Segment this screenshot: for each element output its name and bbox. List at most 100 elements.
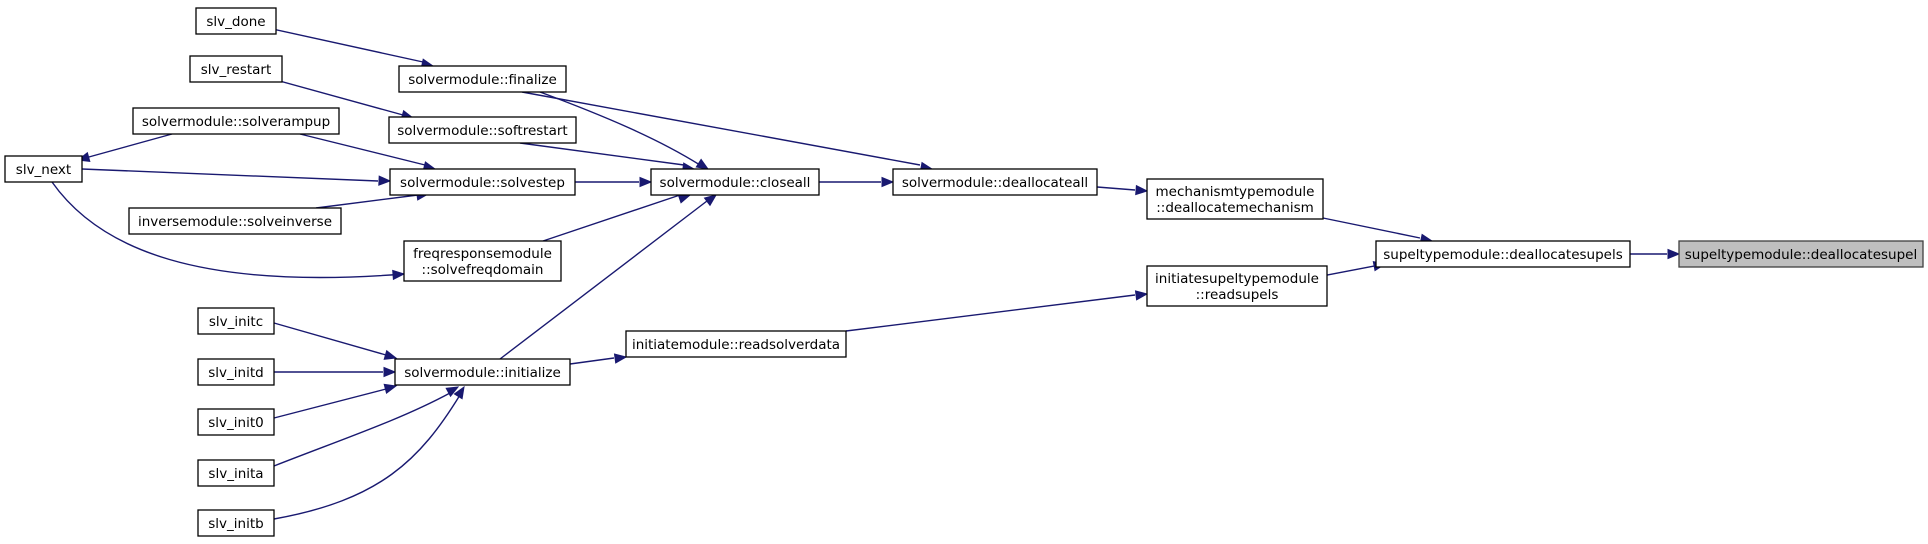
arrowhead-icon — [378, 175, 392, 186]
edge-readsupels-to-supels — [1326, 265, 1375, 276]
edge-mech-to-supels — [1322, 217, 1421, 239]
node-mech[interactable]: mechanismtypemodule::deallocatemechanism — [1146, 178, 1324, 220]
node-inita[interactable]: slv_inita — [197, 459, 275, 487]
node-label: inversemodule::solveinverse — [138, 214, 332, 230]
node-box — [1375, 240, 1631, 268]
node-label: supeltypemodule::deallocatesupel — [1685, 247, 1917, 263]
node-slv-next[interactable]: slv_next — [4, 155, 83, 183]
node-label: mechanismtypemodule — [1156, 184, 1315, 200]
edge-softrestart-to-closeall — [519, 142, 685, 166]
arrowhead-icon — [639, 176, 653, 188]
node-initb[interactable]: slv_initb — [197, 509, 275, 537]
node-freq[interactable]: freqresponsemodule::solvefreqdomain — [403, 240, 562, 282]
node-box — [128, 207, 342, 235]
edges — [51, 20, 1681, 520]
edge-initc-to-initialize — [273, 322, 387, 356]
node-init0[interactable]: slv_init0 — [197, 408, 275, 436]
node-box — [197, 459, 275, 487]
node-label: ::solvefreqdomain — [422, 262, 544, 278]
node-solvestep[interactable]: solvermodule::solvestep — [389, 168, 576, 196]
node-box — [394, 358, 571, 386]
node-slv-done[interactable]: slv_done — [195, 7, 277, 35]
edge-inverse-to-solvestep — [315, 194, 419, 209]
arrowhead-icon — [453, 385, 465, 400]
node-box — [389, 168, 576, 196]
edge-initb-to-initialize — [273, 394, 461, 520]
edge-freq-to-closeall — [542, 194, 681, 242]
node-label: solvermodule::closeall — [660, 175, 811, 191]
node-label: slv_done — [206, 14, 265, 30]
nodes: slv_doneslv_restartsolvermodule::solvera… — [4, 7, 1924, 537]
edge-finalize-to-closeall — [539, 91, 701, 166]
edge-slv-next-to-freq — [51, 181, 405, 279]
node-root[interactable]: supeltypemodule::deallocatesupel — [1678, 240, 1924, 268]
node-label: solvermodule::softrestart — [397, 123, 567, 139]
node-label: slv_initb — [208, 516, 263, 532]
node-finalize[interactable]: solvermodule::finalize — [398, 65, 567, 93]
node-label: slv_restart — [201, 62, 272, 78]
node-deallocall[interactable]: solvermodule::deallocateall — [892, 168, 1098, 196]
node-box — [625, 330, 847, 358]
node-box — [403, 240, 562, 282]
node-box — [132, 107, 340, 135]
node-label: solvermodule::solverampup — [142, 114, 330, 130]
arrowhead-icon — [383, 366, 397, 378]
arrowhead-icon — [695, 158, 710, 170]
node-label: supeltypemodule::deallocatesupels — [1383, 247, 1623, 263]
node-closeall[interactable]: solvermodule::closeall — [650, 168, 820, 196]
node-label: solvermodule::deallocateall — [902, 175, 1088, 191]
arrowhead-icon — [383, 383, 398, 394]
arrowhead-icon — [445, 386, 460, 398]
node-initd[interactable]: slv_initd — [197, 358, 275, 386]
arrowhead-icon — [1667, 248, 1681, 260]
node-label: initiatesupeltypemodule — [1155, 271, 1319, 287]
node-slv-restart[interactable]: slv_restart — [189, 55, 283, 83]
edge-slv-next-to-solvestep — [81, 168, 379, 182]
node-box — [892, 168, 1098, 196]
node-label: solvermodule::initialize — [404, 365, 561, 381]
node-box — [197, 408, 275, 436]
node-label: freqresponsemodule — [413, 246, 552, 262]
node-box — [189, 55, 283, 83]
arrowhead-icon — [1134, 290, 1149, 301]
edge-solveramp-to-slv-next — [77, 133, 173, 161]
node-box — [1146, 265, 1328, 307]
node-box — [4, 155, 83, 183]
node-box — [650, 168, 820, 196]
arrowhead-icon — [613, 353, 628, 364]
edge-readsolver-to-readsupels — [845, 294, 1136, 332]
node-readsupels[interactable]: initiatesupeltypemodule::readsupels — [1146, 265, 1328, 307]
node-box — [1146, 178, 1324, 220]
node-softrestart[interactable]: solvermodule::softrestart — [388, 116, 577, 144]
node-initc[interactable]: slv_initc — [197, 307, 275, 335]
arrowhead-icon — [703, 194, 718, 207]
node-inverse[interactable]: inversemodule::solveinverse — [128, 207, 342, 235]
arrowhead-icon — [1135, 184, 1149, 196]
node-label: solvermodule::solvestep — [400, 175, 565, 191]
node-box — [197, 358, 275, 386]
node-solveramp[interactable]: solvermodule::solverampup — [132, 107, 340, 135]
node-label: ::deallocatemechanism — [1156, 200, 1314, 216]
node-label: slv_next — [16, 162, 71, 178]
node-label: solvermodule::finalize — [408, 72, 557, 88]
arrowhead-icon — [383, 349, 398, 360]
node-box — [197, 307, 275, 335]
edge-initialize-to-readsolver — [569, 357, 615, 365]
edge-init0-to-initialize — [273, 388, 387, 419]
node-box — [398, 65, 567, 93]
arrowhead-icon — [881, 176, 895, 188]
arrowhead-icon — [392, 269, 406, 281]
node-readsolver[interactable]: initiatemodule::readsolverdata — [625, 330, 847, 358]
edge-inita-to-initialize — [273, 392, 451, 467]
edge-deallocall-to-mech — [1096, 186, 1136, 191]
node-supels[interactable]: supeltypemodule::deallocatesupels — [1375, 240, 1631, 268]
node-box — [1678, 240, 1924, 268]
edge-solveramp-to-solvestep — [299, 133, 426, 166]
node-box — [388, 116, 577, 144]
node-label: slv_initc — [209, 314, 263, 330]
node-initialize[interactable]: solvermodule::initialize — [394, 358, 571, 386]
node-label: slv_initd — [208, 365, 263, 381]
node-label: ::readsupels — [1196, 287, 1279, 303]
node-label: slv_inita — [208, 466, 263, 482]
